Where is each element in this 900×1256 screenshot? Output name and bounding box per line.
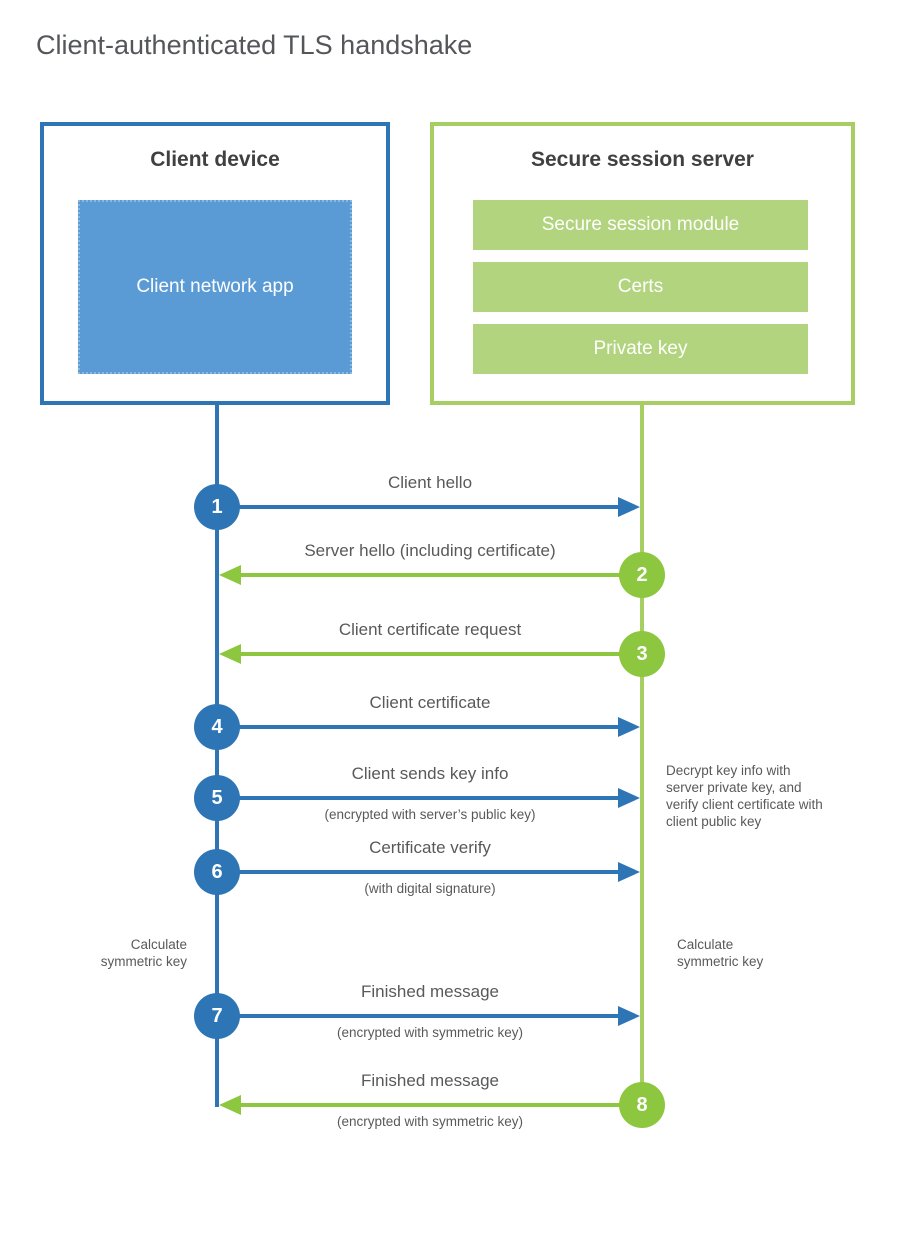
client-device-title: Client device [150,148,280,171]
step-8-circle: 8 [619,1082,665,1128]
step-6-arrow-line [219,870,618,874]
step-1-circle: 1 [194,484,240,530]
client-network-app-label: Client network app [136,276,294,297]
step-4-label: Client certificate [369,693,491,712]
step-8-arrow-line [241,1103,642,1107]
step-2-arrow-line [241,573,642,577]
step-7-arrowhead-icon [618,1006,640,1026]
step-1-arrowhead-icon [618,497,640,517]
step-6-circle: 6 [194,849,240,895]
secure-session-server-title: Secure session server [531,148,754,171]
step-6-arrowhead-icon [618,862,640,882]
step-5-arrow-line [219,796,618,800]
step-7-sublabel: (encrypted with symmetric key) [336,1025,524,1040]
step-8-sublabel: (encrypted with symmetric key) [336,1114,524,1129]
step-4-arrow-line [219,725,618,729]
decrypt-note: Decrypt key info with server private key… [666,763,823,829]
step-7-label: Finished message [361,982,499,1001]
step-5-sublabel: (encrypted with server’s public key) [324,807,536,822]
step-2-arrowhead-icon [219,565,241,585]
client-device-box: Client device Client network app [40,122,390,405]
step-3-label: Client certificate request [338,620,522,639]
step-8-arrowhead-icon [219,1095,241,1115]
step-4-arrowhead-icon [618,717,640,737]
step-3-circle: 3 [619,631,665,677]
step-8-label: Finished message [361,1071,499,1090]
private-key-bar: Private key [473,324,808,374]
step-2-circle: 2 [619,552,665,598]
step-7-arrow-line [219,1014,618,1018]
step-3-arrow-line [241,652,642,656]
client-network-app-box: Client network app [78,200,352,374]
calculate-symmetric-key-right: Calculate symmetric key [677,937,764,969]
step-6-sublabel: (with digital signature) [364,881,496,896]
step-3-arrowhead-icon [219,644,241,664]
step-1-arrow-line [219,505,618,509]
step-1-label: Client hello [387,473,473,492]
step-4-circle: 4 [194,704,240,750]
certs-bar: Certs [473,262,808,312]
step-5-arrowhead-icon [618,788,640,808]
step-6-label: Certificate verify [369,838,491,857]
client-lifeline [215,404,219,1107]
server-lifeline [640,402,644,1107]
step-7-circle: 7 [194,993,240,1039]
step-5-label: Client sends key info [351,764,509,783]
step-2-label: Server hello (including certificate) [304,541,556,560]
step-5-circle: 5 [194,775,240,821]
calculate-symmetric-key-left: Calculate symmetric key [100,937,187,969]
page-title: Client-authenticated TLS handshake [36,30,473,60]
secure-session-server-box: Secure session server Secure session mod… [430,122,855,405]
secure-session-module-bar: Secure session module [473,200,808,250]
